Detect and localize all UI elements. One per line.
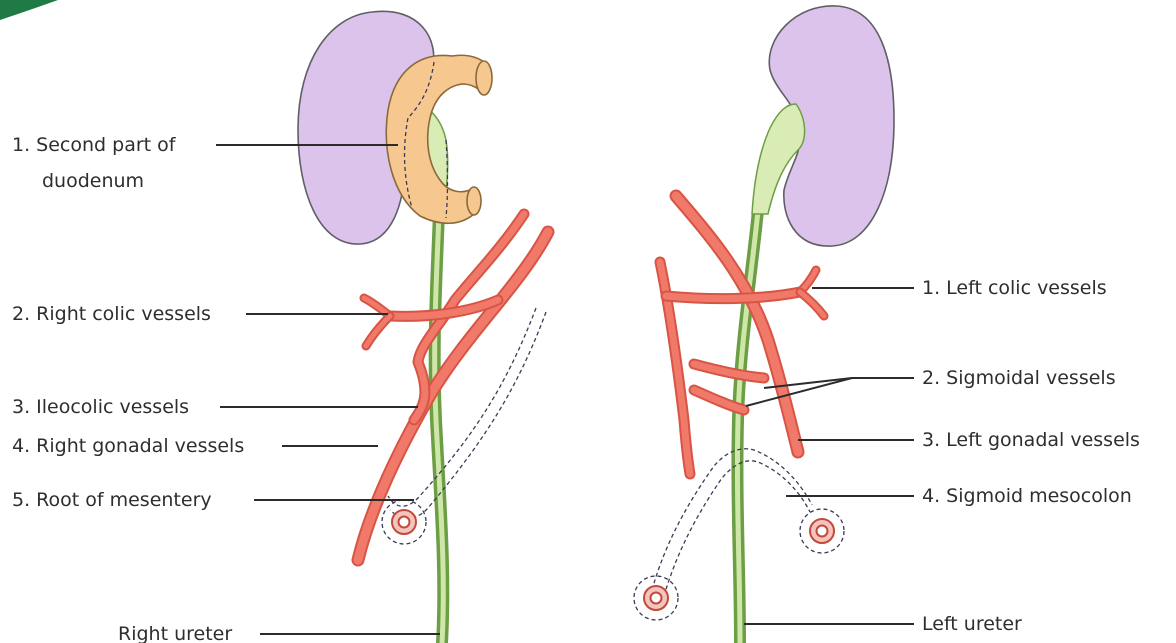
label-sigmoid-mesocolon: 4. Sigmoid mesocolon [922,485,1132,507]
label-sigmoidal-vessels: 2. Sigmoidal vessels [922,367,1116,389]
label-left-ureter: Left ureter [922,613,1022,635]
label-second-part-duodenum-line2: duodenum [42,170,144,192]
label-second-part-duodenum-line1: 1. Second part of [12,134,177,156]
left-colic-branch-lower-fill [800,292,824,316]
corner-badge [0,0,58,20]
left-ureter-figure [634,6,894,643]
label-left-gonadal-vessels: 3. Left gonadal vessels [922,429,1140,451]
sigmoid-cut-vessel-right [800,509,844,553]
label-right-colic-vessels: 2. Right colic vessels [12,303,211,325]
duodenum-cut-end-bottom [467,187,481,215]
right-vessels [358,214,548,560]
sigmoid-cut-vessel-left [634,576,678,620]
right-colic-branch-lower-fill [366,316,390,346]
left-labels: 1. Left colic vessels 2. Sigmoidal vesse… [922,277,1140,635]
right-ureter-figure [298,11,548,643]
right-labels: 1. Second part of duodenum 2. Right coli… [12,134,244,643]
label-ileocolic-vessels: 3. Ileocolic vessels [12,396,189,418]
label-root-of-mesentery: 5. Root of mesentery [12,489,212,511]
label-right-ureter: Right ureter [118,623,232,643]
duodenum-cut-end-top [476,61,492,95]
right-gonadal-vessel-fill [358,232,548,560]
label-right-gonadal-vessels: 4. Right gonadal vessels [12,435,244,457]
label-left-colic-vessels: 1. Left colic vessels [922,277,1107,299]
